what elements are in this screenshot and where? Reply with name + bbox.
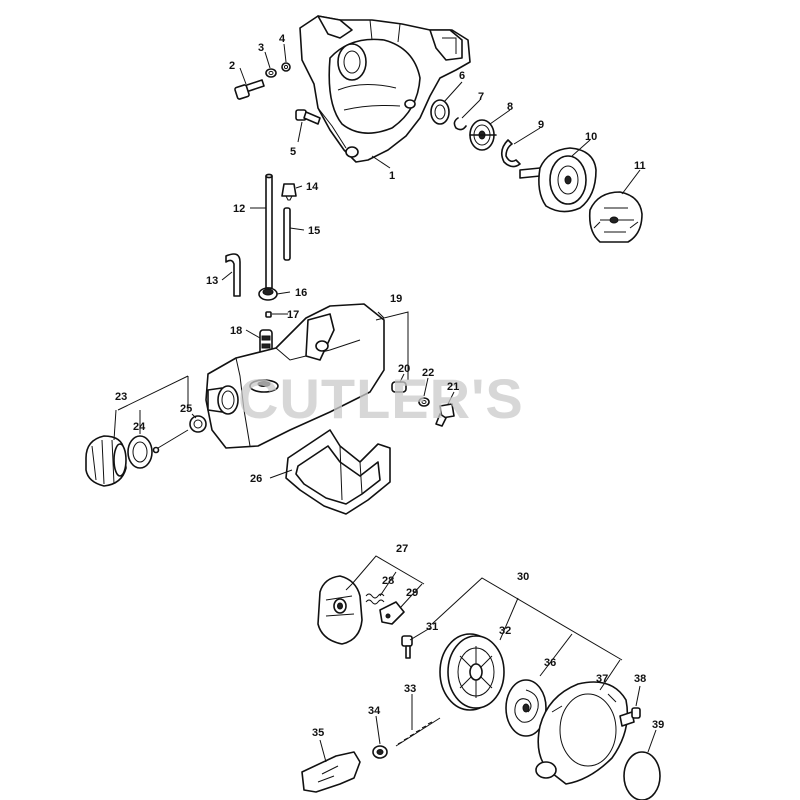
part-27-ignition-coil bbox=[317, 575, 363, 645]
callout-32: 32 bbox=[499, 625, 511, 637]
part-11-clutch-shoe bbox=[588, 191, 643, 243]
callout-22: 22 bbox=[422, 367, 434, 379]
part-24-gasket bbox=[127, 435, 153, 469]
part-22-washer bbox=[418, 397, 430, 407]
callout-7: 7 bbox=[478, 91, 484, 103]
callout-34: 34 bbox=[368, 705, 381, 717]
part-34-rope-guide bbox=[372, 745, 388, 759]
callout-1: 1 bbox=[389, 170, 395, 182]
callout-8: 8 bbox=[507, 101, 513, 113]
callout-14: 14 bbox=[306, 181, 319, 193]
callout-35: 35 bbox=[312, 727, 324, 739]
part-6-oil-seal bbox=[430, 99, 450, 125]
callout-27: 27 bbox=[396, 543, 408, 555]
callout-37: 37 bbox=[596, 673, 608, 685]
callout-19: 19 bbox=[390, 293, 402, 305]
callout-17: 17 bbox=[287, 309, 299, 321]
callout-2: 2 bbox=[229, 60, 235, 72]
callout-18: 18 bbox=[230, 325, 242, 337]
callout-38: 38 bbox=[634, 673, 646, 685]
part-25-strap bbox=[152, 415, 207, 454]
part-7-clip bbox=[453, 117, 467, 131]
part-3-washer bbox=[265, 68, 277, 78]
part-35-starter-handle bbox=[301, 751, 361, 793]
callout-36: 36 bbox=[544, 657, 556, 669]
part-29-terminal bbox=[379, 601, 405, 625]
callout-23: 23 bbox=[115, 391, 127, 403]
part-16-grommet bbox=[258, 287, 278, 301]
part-17-pin bbox=[265, 311, 272, 318]
callout-33: 33 bbox=[404, 683, 416, 695]
watermark-logo: CUTLER'S bbox=[238, 367, 524, 430]
part-36-spiral-spring bbox=[505, 679, 547, 737]
callout-10: 10 bbox=[585, 131, 597, 143]
part-9-snap-ring bbox=[500, 139, 521, 168]
part-8-bearing bbox=[469, 119, 497, 151]
part-14-filter bbox=[281, 183, 297, 201]
callout-3: 3 bbox=[258, 42, 264, 54]
callout-15: 15 bbox=[308, 225, 320, 237]
callout-6: 6 bbox=[459, 70, 465, 82]
callout-4: 4 bbox=[279, 33, 286, 45]
part-4-washer bbox=[281, 62, 291, 72]
part-21-bolt bbox=[435, 403, 455, 427]
callout-26: 26 bbox=[250, 473, 262, 485]
part-23-fuel-cap bbox=[85, 435, 127, 487]
part-2-screw bbox=[234, 79, 265, 100]
part-31-screw bbox=[401, 635, 413, 659]
callout-25: 25 bbox=[180, 403, 192, 415]
callout-9: 9 bbox=[538, 119, 544, 131]
part-5-bolt bbox=[295, 109, 321, 125]
part-13-hose bbox=[225, 253, 241, 297]
part-28-spring bbox=[365, 593, 385, 605]
callout-13: 13 bbox=[206, 275, 218, 287]
part-12-fuel-line bbox=[265, 173, 273, 289]
part-18-valve bbox=[259, 329, 273, 355]
callout-20: 20 bbox=[398, 363, 410, 375]
part-33-starter-rope bbox=[395, 717, 441, 747]
callout-21: 21 bbox=[447, 381, 459, 393]
callout-labels: 1 2 3 4 5 6 7 8 9 10 11 12 13 14 15 16 1… bbox=[115, 33, 664, 739]
part-37-starter-case bbox=[535, 681, 629, 785]
callout-30: 30 bbox=[517, 571, 529, 583]
callout-24: 24 bbox=[133, 421, 146, 433]
callout-11: 11 bbox=[634, 160, 646, 172]
callout-39: 39 bbox=[652, 719, 664, 731]
part-26-mount-frame bbox=[285, 429, 391, 515]
leader-lines bbox=[113, 43, 657, 763]
part-1-housing bbox=[299, 15, 471, 163]
callout-29: 29 bbox=[406, 587, 418, 599]
callout-12: 12 bbox=[233, 203, 245, 215]
part-10-clutch-drum bbox=[519, 147, 597, 213]
part-39-o-ring bbox=[623, 751, 661, 800]
part-15-tube bbox=[283, 207, 291, 261]
part-20-spacer bbox=[391, 381, 407, 393]
callout-5: 5 bbox=[290, 146, 296, 158]
callout-28: 28 bbox=[382, 575, 394, 587]
part-38-bolt bbox=[619, 707, 641, 727]
callout-16: 16 bbox=[295, 287, 307, 299]
callout-31: 31 bbox=[426, 621, 438, 633]
part-19-fuel-tank bbox=[205, 303, 385, 449]
part-32-pulley bbox=[439, 633, 505, 711]
